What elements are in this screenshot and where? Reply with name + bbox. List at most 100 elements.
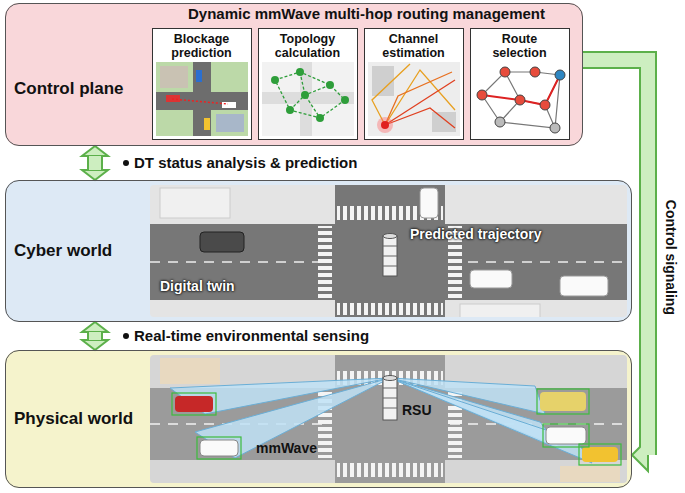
arrow-head — [82, 146, 108, 156]
route-picture-part-part — [555, 70, 565, 80]
connector-label: Control signaling — [663, 177, 680, 337]
physical-scene-picture-part — [383, 378, 397, 420]
route-picture-part-part — [550, 123, 560, 133]
function-box: Topology calculation — [258, 28, 358, 140]
channel-picture-part — [432, 112, 456, 132]
cyber-world-band: Cyber world — [5, 180, 632, 322]
topology-picture-part-part — [301, 91, 309, 99]
box-heading: Blockage prediction — [157, 32, 247, 61]
bullet-dots-part — [123, 160, 129, 166]
band-fills-part — [5, 350, 632, 488]
physical-world-band: Physical world — [5, 350, 632, 488]
physical-scene-picture-part-part — [390, 378, 592, 463]
scene-label: mmWave — [256, 440, 317, 457]
topology-picture-part-part — [275, 72, 345, 118]
topology-picture-part-part — [290, 72, 330, 118]
route-picture-part — [482, 72, 560, 128]
connector-outline — [87, 156, 103, 170]
flow-note: DT status analysis & prediction — [134, 154, 357, 172]
bullet-dots — [123, 160, 129, 339]
box-heading: Channel estimation — [369, 32, 459, 61]
digital-twin-picture-part — [460, 304, 540, 317]
route-picture-part-part — [482, 72, 560, 128]
digital-twin-picture-part — [200, 232, 244, 252]
physical-scene-picture-part — [540, 392, 586, 411]
arrow-head — [82, 322, 108, 332]
band-label: Cyber world — [14, 241, 149, 261]
physical-scene-picture-part — [170, 378, 592, 463]
topology-picture-part-part — [341, 96, 349, 104]
blockage-picture-part — [196, 70, 202, 82]
scene-label: Predicted trajectory — [410, 226, 542, 243]
channel-picture-part — [368, 62, 460, 136]
connector-arrow — [82, 322, 108, 350]
box-heading: Route selection — [475, 32, 565, 61]
digital-twin-picture-part — [420, 188, 438, 218]
band-label: Control plane — [14, 79, 149, 99]
route-picture-part — [474, 62, 566, 136]
route-picture-part-part — [495, 117, 505, 127]
diagram-title: Dynamic mmWave multi-hop routing managem… — [150, 5, 583, 23]
box-heading: Topology calculation — [263, 32, 353, 61]
digital-twin-picture-part — [337, 303, 443, 315]
physical-scene-picture-part — [335, 355, 445, 483]
connector-fill — [89, 332, 101, 340]
physical-scene-picture-part-part — [172, 393, 216, 415]
flow-note: Real-time environmental sensing — [134, 327, 369, 345]
arrow-head — [82, 170, 108, 180]
band-label: Physical world — [14, 409, 149, 429]
sub-box-fills-part — [152, 28, 252, 140]
physical-scene-picture-part-part — [195, 378, 390, 458]
route-picture — [474, 62, 566, 136]
sub-box-fills — [152, 28, 570, 140]
connector-outline — [87, 332, 103, 340]
topology-picture-part — [275, 72, 345, 118]
channel-picture-part-part — [372, 64, 410, 125]
sub-box-fills-part — [470, 28, 570, 140]
topology-picture — [262, 62, 354, 136]
digital-twin-picture-part — [318, 226, 332, 298]
blockage-picture-part — [156, 62, 248, 136]
band-fills — [5, 3, 632, 488]
digital-twin-picture-part — [150, 185, 627, 317]
topology-picture-part-part — [271, 76, 279, 84]
topology-picture-part-part — [326, 81, 334, 89]
channel-picture-part — [381, 121, 389, 129]
digital-twin-picture — [150, 185, 627, 317]
arrow-head — [82, 340, 108, 350]
route-picture-part-part — [477, 90, 487, 100]
blockage-picture — [156, 62, 248, 136]
blockage-picture-part — [172, 99, 228, 104]
route-picture-part — [482, 75, 560, 105]
physical-scene-picture-part-part — [579, 444, 621, 465]
physical-scene-picture-part — [560, 466, 620, 482]
scene-label: Digital twin — [160, 278, 235, 295]
blockage-picture-part — [193, 62, 211, 136]
physical-scene-picture-part — [175, 396, 213, 412]
route-picture-part-part — [530, 67, 540, 77]
physical-scene-picture-part-part — [537, 389, 589, 414]
channel-picture-part — [377, 117, 393, 133]
digital-twin-picture-part — [383, 246, 397, 266]
topology-picture-part-part — [286, 106, 294, 114]
physical-scene-picture-part — [383, 388, 397, 408]
route-picture-part-part — [515, 95, 525, 105]
channel-picture-part — [372, 66, 394, 96]
digital-twin-picture-part — [560, 276, 608, 296]
digital-twin-picture-part — [160, 188, 230, 218]
connector-arrow — [583, 60, 648, 471]
function-box: Channel estimation — [364, 28, 464, 140]
blockage-picture-part — [204, 118, 210, 130]
control-plane-band: Control plane Blockage prediction Topology… — [5, 3, 583, 146]
connector-fill — [89, 156, 101, 170]
band-fills-part — [5, 180, 632, 322]
physical-scene-picture — [150, 355, 627, 483]
bullet-dots-part — [123, 333, 129, 339]
physical-scene-picture-part — [200, 440, 238, 456]
topology-picture-part — [271, 68, 349, 122]
digital-twin-picture-part — [470, 270, 512, 288]
digital-twin-picture-part — [383, 234, 397, 239]
physical-scene-picture-part-part — [197, 437, 241, 459]
